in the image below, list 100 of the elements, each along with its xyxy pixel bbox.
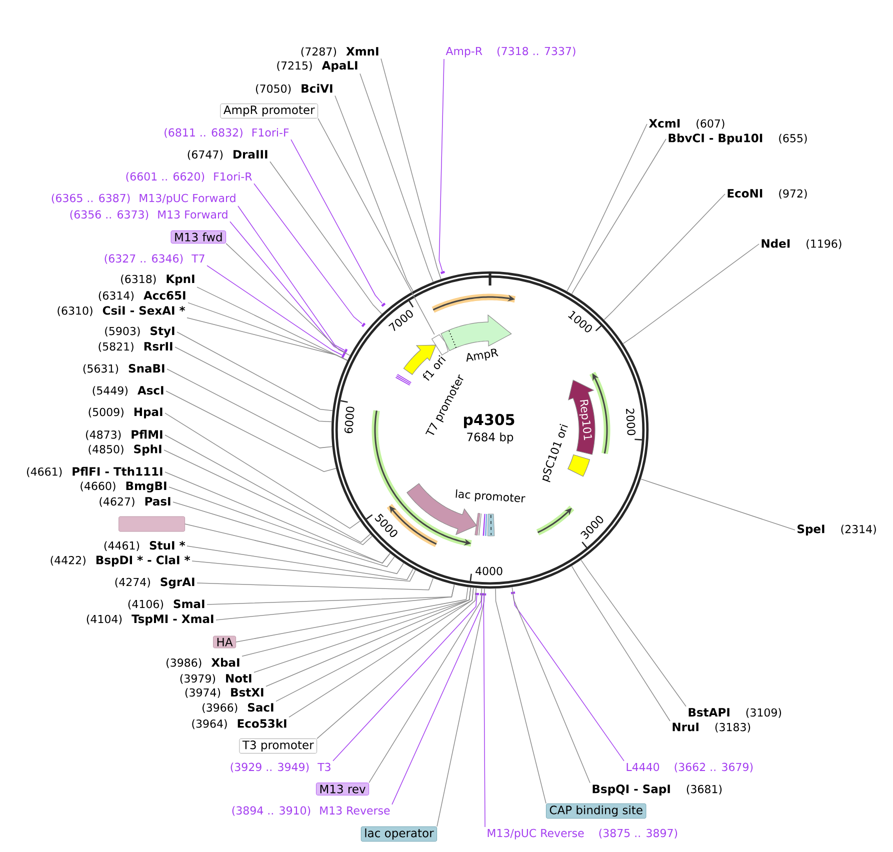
- leader-line: [216, 584, 455, 620]
- feature-label: f1 ori: [422, 355, 446, 381]
- leader-line: [566, 124, 648, 292]
- leader-line: [270, 161, 382, 314]
- leader-line: [604, 194, 726, 320]
- primer-mark: [343, 350, 347, 355]
- plasmid-name: p4305: [464, 414, 514, 428]
- leader-line: [392, 595, 482, 805]
- cut-site-label: (4461) StuI *: [104, 541, 186, 551]
- primer-label: (6811 .. 6832) F1ori-F: [164, 128, 289, 138]
- cut-site-label: EcoNI (972): [728, 189, 807, 199]
- primer-label: L4440 (3662 .. 3679): [626, 762, 753, 772]
- tick-label: 6000: [344, 406, 354, 434]
- cut-site-label: (5449) AscI: [92, 386, 164, 396]
- leader-line: [164, 434, 371, 543]
- primer-mark: [474, 592, 480, 596]
- feature-label: lac promoter: [456, 489, 526, 502]
- cut-site-label: (5631) SnaBI: [83, 364, 164, 374]
- leader-line: [174, 346, 332, 422]
- leader-line: [290, 139, 382, 304]
- feature-tag: [118, 516, 185, 532]
- cut-site-label: (5903) StyI: [105, 326, 174, 338]
- leader-line: [332, 594, 478, 762]
- feature-label: AmpR: [466, 348, 498, 362]
- primer-mark: [381, 302, 386, 307]
- leader-line: [368, 588, 482, 784]
- leader-line: [266, 587, 472, 687]
- leader-line: [164, 450, 372, 546]
- leader-line: [166, 368, 332, 448]
- primer-mark: [482, 593, 486, 596]
- leader-line: [238, 206, 345, 351]
- primer-mark: [361, 322, 366, 328]
- primer-label: (6327 .. 6346) T7: [104, 254, 204, 264]
- cut-site-label: (7050) BciVI: [256, 84, 332, 94]
- feature-tag: M13 rev: [316, 782, 369, 796]
- leader-line: [360, 73, 434, 282]
- primer-label: (3894 .. 3910) M13 Reverse: [232, 806, 390, 816]
- leader-line: [166, 390, 336, 472]
- primer-label: (6356 .. 6373) M13 Forward: [70, 210, 228, 220]
- leader-line: [495, 588, 546, 804]
- leader-line: [334, 95, 414, 292]
- cut-site-label: (6747) DraIII: [188, 150, 268, 160]
- leader-line: [196, 286, 348, 361]
- leader-line: [512, 594, 624, 762]
- cut-site-label: NdeI (1196): [762, 238, 842, 250]
- cut-site-label: (4106) SmaI: [128, 600, 204, 610]
- primer-mark: [440, 270, 445, 274]
- primer-label: (6365 .. 6387) M13/pUC Forward: [52, 194, 236, 204]
- leader-line: [640, 478, 796, 530]
- cut-site-label: (6318) KpnI: [121, 274, 194, 286]
- leader-line: [206, 265, 342, 356]
- leader-line: [196, 578, 434, 590]
- feature-tag: M13 fwd: [170, 230, 226, 244]
- primer-mark: [510, 592, 516, 594]
- cut-site-label: (3974) BstXI: [185, 688, 264, 698]
- primer-mark: [480, 593, 484, 596]
- leader-line: [226, 243, 350, 356]
- leader-line: [164, 412, 360, 529]
- leader-line: [380, 58, 442, 280]
- leader-line: [571, 138, 666, 294]
- cut-site-label: (4661) PflFI - Tth111I: [27, 466, 162, 478]
- tick-label: 4000: [476, 566, 502, 576]
- cut-site-label: BbvCI - Bpu10I (655): [668, 133, 807, 145]
- leader-line: [236, 586, 468, 642]
- feature-tag: AmpR promoter: [220, 104, 318, 118]
- cut-site-label: (7287) XmnI: [301, 47, 378, 57]
- leader-line: [176, 332, 333, 412]
- leader-line: [436, 588, 485, 827]
- leader-line: [622, 244, 760, 344]
- leader-line: [571, 566, 670, 722]
- primer-mark: [344, 348, 348, 354]
- cut-site-label: (3979) NotI: [180, 674, 252, 684]
- leader-line: [168, 486, 390, 564]
- primer-label: Amp-R (7318 .. 7337): [446, 46, 576, 58]
- tick-label: 2000: [626, 408, 636, 436]
- leader-line: [254, 183, 362, 324]
- plasmid-length: 7684 bp: [467, 432, 514, 444]
- feature-tag: T3 promoter: [239, 738, 317, 754]
- cut-site-label: (4873) PflMI: [86, 430, 162, 440]
- primer-label: (3929 .. 3949) T3: [230, 762, 330, 772]
- feature-tag: CAP binding site: [546, 803, 646, 819]
- cut-site-label: (4850) SphI: [88, 444, 162, 456]
- primer-label: M13/pUC Reverse (3875 .. 3897): [488, 828, 678, 840]
- leader-line: [172, 502, 395, 568]
- leader-line: [186, 317, 348, 361]
- leader-line: [483, 595, 486, 828]
- feature-tag: HA: [213, 636, 236, 648]
- cut-site-label: (4422) BspDI * - ClaI *: [50, 555, 190, 567]
- primer-mark: [341, 353, 346, 358]
- cut-site-label: (5009) HpaI: [88, 408, 162, 418]
- cut-site-label: (4627) PasI: [100, 497, 170, 507]
- cut-site-label: SpeI (2314): [798, 524, 876, 536]
- cut-site-label: BstAPI (3109): [688, 708, 782, 718]
- cut-site-label: (3986) XbaI: [166, 658, 240, 668]
- leader-line: [316, 588, 477, 739]
- leader-line: [192, 560, 416, 582]
- leader-line: [184, 524, 404, 574]
- cut-site-label: BspQI - SapI (3681): [592, 784, 722, 796]
- leader-line: [438, 58, 444, 272]
- leader-line: [580, 560, 686, 707]
